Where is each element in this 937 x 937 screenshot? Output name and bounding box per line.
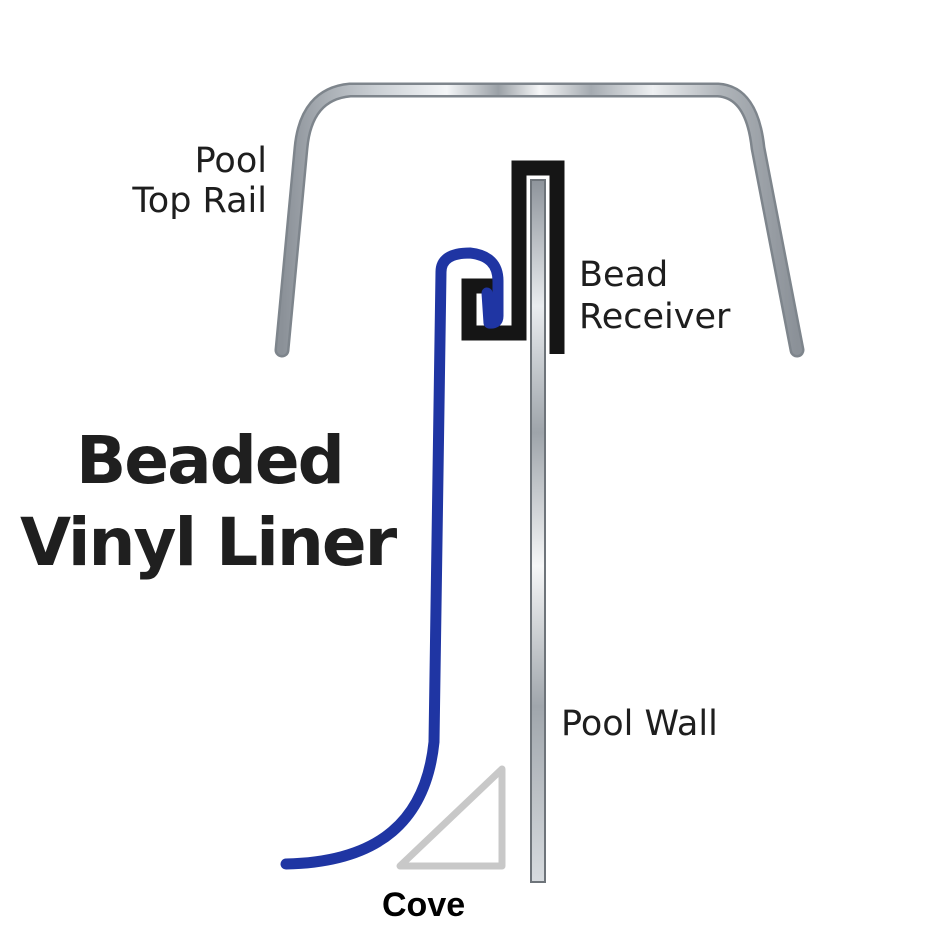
cove-shape <box>396 765 506 870</box>
title-line-1: Beaded <box>76 422 345 499</box>
top-rail-highlight <box>277 85 802 355</box>
pool-wall-label: Pool Wall <box>561 704 718 744</box>
top-rail-label-line2: Top Rail <box>132 181 267 221</box>
cove-label: Cove <box>382 886 466 924</box>
bead-receiver-shape <box>461 160 565 354</box>
title-line-2: Vinyl Liner <box>20 504 397 581</box>
bead-receiver-label-line1: Bead <box>579 255 669 295</box>
diagram-title: Beaded Vinyl Liner <box>20 420 397 584</box>
bead-receiver-label: Bead Receiver <box>579 254 730 338</box>
vinyl-liner-shape <box>280 247 504 870</box>
bead-receiver-label-line2: Receiver <box>579 297 731 337</box>
top-rail-label: Pool Top Rail <box>132 141 267 221</box>
top-rail-label-line1: Pool <box>194 141 267 181</box>
pool-wall-shape <box>530 179 546 883</box>
